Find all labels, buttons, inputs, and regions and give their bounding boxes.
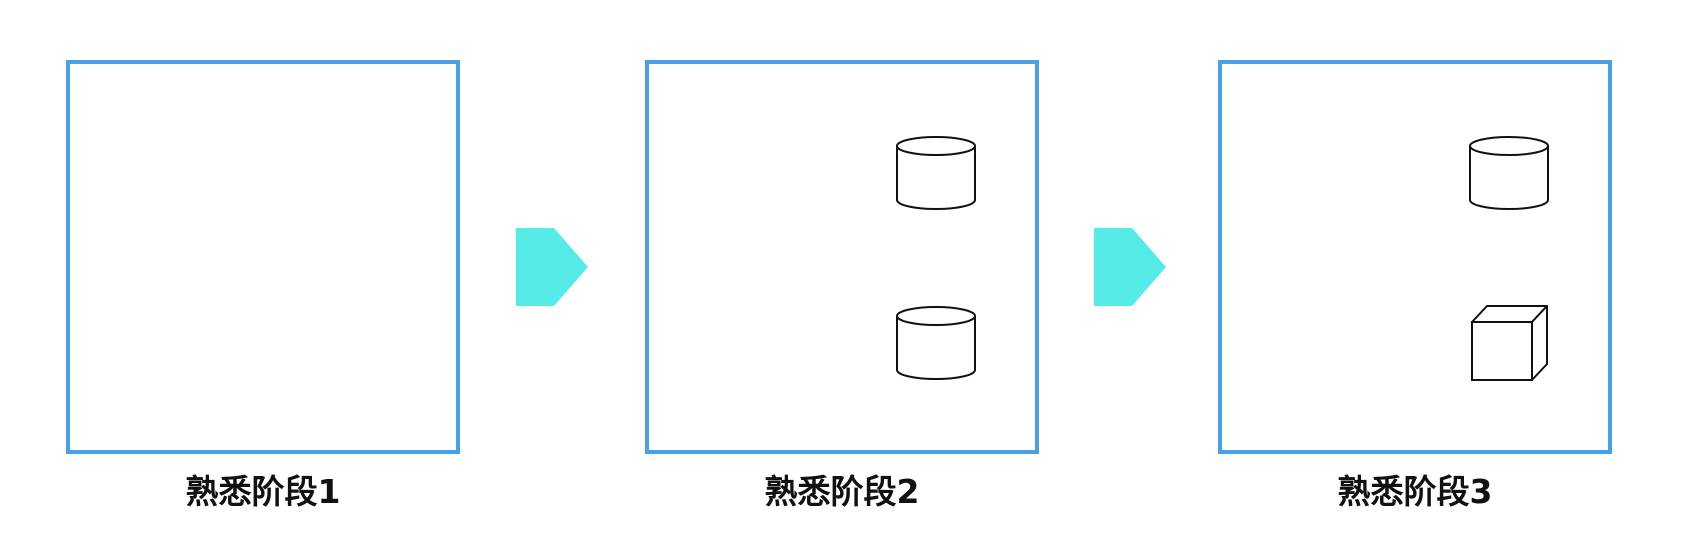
- stage-3-label: 熟悉阶段3: [1337, 472, 1493, 511]
- stage-1-frame: [66, 60, 460, 454]
- arrow-right-icon: [516, 228, 588, 306]
- cylinder-icon: [896, 306, 976, 380]
- cylinder-icon: [896, 136, 976, 210]
- stage-2-frame: [645, 60, 1039, 454]
- cylinder-icon: [1469, 136, 1549, 210]
- cube-icon: [1471, 305, 1548, 381]
- stage-1-label: 熟悉阶段1: [185, 472, 341, 511]
- arrow-right-icon: [1094, 228, 1166, 306]
- stage-3-frame: [1218, 60, 1612, 454]
- stage-2-label: 熟悉阶段2: [764, 472, 920, 511]
